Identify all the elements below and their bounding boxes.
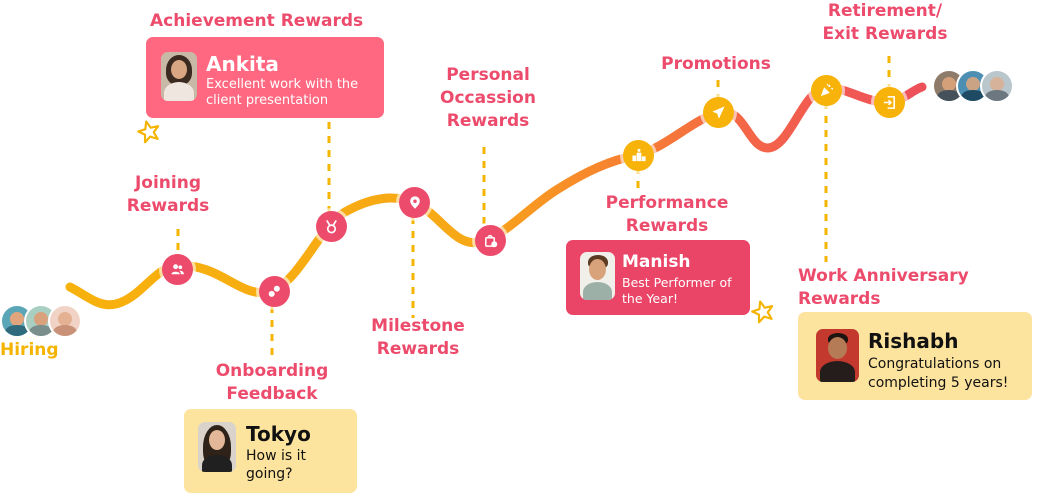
card-name: Manish <box>622 252 691 272</box>
stage-label-line: Rewards <box>798 289 881 309</box>
stage-label-line: Rewards <box>126 196 210 216</box>
stage-label-onboarding: Onboarding Feedback <box>206 360 338 406</box>
node-work-anniversary[interactable] <box>811 75 842 106</box>
stage-label-line: Milestone <box>371 316 465 336</box>
stage-label-personal: Personal Occassion Rewards <box>428 64 548 133</box>
node-milestone[interactable] <box>399 187 430 218</box>
exit-door-icon <box>883 96 895 109</box>
stage-label-line: Rewards <box>376 339 460 359</box>
stage-label-joining: Joining Rewards <box>118 172 218 218</box>
map-pin-icon <box>409 196 420 209</box>
stage-label-milestone: Milestone Rewards <box>360 315 476 361</box>
stage-label-line: Achievement Rewards <box>150 11 364 31</box>
card-message: Excellent work with the client presentat… <box>206 77 359 108</box>
stage-label-promotions: Promotions <box>656 53 776 76</box>
party-popper-icon <box>820 83 834 97</box>
stage-label-line: Exit Rewards <box>822 24 948 44</box>
avatar <box>816 329 859 382</box>
hiring-avatars <box>0 304 82 338</box>
card-name: Rishabh <box>868 329 959 353</box>
node-personal[interactable] <box>475 225 506 256</box>
stage-label-line: Personal <box>446 65 530 85</box>
stage-label-line: Hiring <box>0 340 59 360</box>
exit-avatars <box>932 69 1014 103</box>
avatar <box>580 252 615 300</box>
stage-label-line: Retirement/ <box>827 1 943 21</box>
stage-label-line: Work Anniversary <box>798 266 969 286</box>
card-message: How is it going? <box>246 448 307 482</box>
stage-label-retirement: Retirement/ Exit Rewards <box>813 0 957 46</box>
card-name: Ankita <box>206 52 279 76</box>
node-performance[interactable] <box>623 140 654 171</box>
stage-label-performance: Performance Rewards <box>596 192 738 238</box>
star-icon-left <box>137 120 160 144</box>
stage-label-work-anniversary: Work Anniversary Rewards <box>798 265 969 311</box>
node-retirement[interactable] <box>874 87 905 118</box>
node-joining[interactable] <box>162 254 193 285</box>
medal-icon <box>326 219 337 234</box>
stage-label-line: Rewards <box>625 216 709 236</box>
card-tokyo: Tokyo How is it going? <box>184 409 357 493</box>
avatar <box>161 52 197 101</box>
stage-label-line: Joining <box>134 173 202 193</box>
node-onboarding[interactable] <box>259 276 290 307</box>
card-name: Tokyo <box>246 422 311 446</box>
stage-label-line: Performance <box>605 193 729 213</box>
podium-icon <box>631 148 646 162</box>
stage-label-achievement: Achievement Rewards <box>150 10 363 33</box>
stage-label-line: Feedback <box>226 384 318 404</box>
card-ankita: Ankita Excellent work with the client pr… <box>146 37 384 118</box>
journey-path <box>65 82 927 310</box>
card-message: Best Performer of the Year! <box>622 275 732 306</box>
avatar <box>980 69 1014 103</box>
people-icon <box>171 264 184 275</box>
stage-label-hiring: Hiring <box>0 339 59 362</box>
node-promotions[interactable] <box>703 97 734 128</box>
star-icon-right <box>751 300 774 324</box>
avatar <box>198 422 236 472</box>
stage-label-line: Occassion <box>440 88 536 108</box>
card-manish: Manish Best Performer of the Year! <box>566 240 750 315</box>
chat-bubbles-icon <box>268 285 280 297</box>
avatar <box>48 304 82 338</box>
card-rishabh: Rishabh Congratulations on completing 5 … <box>798 312 1032 400</box>
stage-label-line: Onboarding <box>215 361 329 381</box>
gift-bag-icon <box>485 234 498 248</box>
paper-plane-icon <box>712 106 725 119</box>
node-achievement[interactable] <box>316 211 347 242</box>
stage-label-line: Promotions <box>661 54 771 74</box>
stage-label-line: Rewards <box>446 111 530 131</box>
card-message: Congratulations on completing 5 years! <box>868 356 1009 391</box>
